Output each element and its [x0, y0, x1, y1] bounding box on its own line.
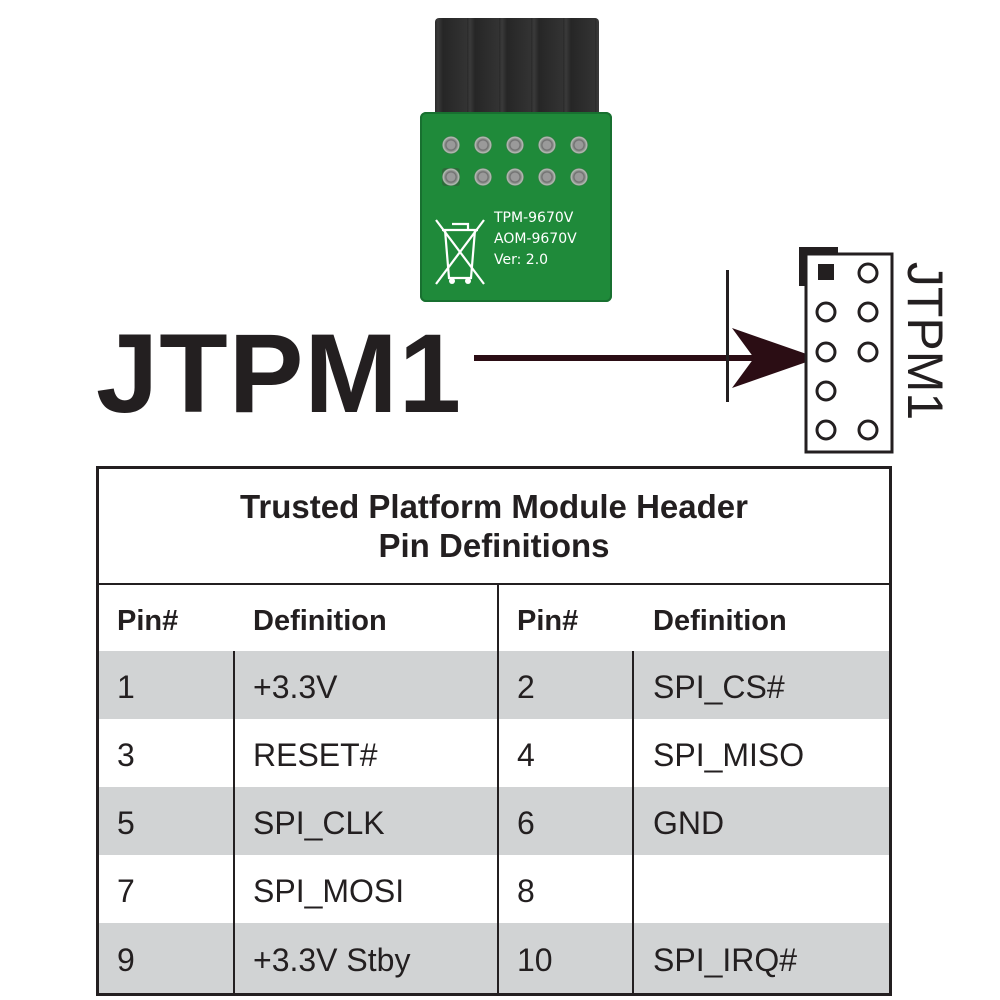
table-cell-definition: +3.3V Stby — [253, 942, 411, 978]
module-pin-pad — [506, 136, 524, 154]
column-header: Definition — [653, 605, 787, 637]
table-cell-definition: GND — [653, 805, 725, 841]
module-pin1-pad — [442, 168, 460, 186]
table-row-shade — [99, 787, 889, 855]
table-cell-pin: 2 — [517, 669, 535, 705]
table-cell-definition: SPI_MISO — [653, 737, 805, 773]
column-header: Pin# — [517, 605, 579, 637]
table-cell-pin: 1 — [117, 669, 135, 705]
table-cell-pin: 9 — [117, 942, 135, 978]
table-cell-definition: SPI_IRQ# — [653, 942, 798, 978]
arrow-icon — [474, 328, 818, 388]
header-label: JTPM1 — [96, 311, 462, 436]
module-pin-pad — [474, 168, 492, 186]
column-divider — [497, 585, 499, 993]
module-version-line: Ver: 2.0 — [494, 252, 549, 268]
table-cell-definition: SPI_CS# — [653, 669, 785, 705]
module-pin-pad — [570, 168, 588, 186]
table-cell-pin: 5 — [117, 805, 135, 841]
column-divider — [632, 651, 634, 993]
table-cell-pin: 3 — [117, 737, 135, 773]
table-cell-pin: 10 — [517, 942, 553, 978]
weee-recycle-bin-icon — [435, 219, 485, 285]
column-header: Definition — [253, 605, 387, 637]
table-row-plain — [99, 855, 889, 923]
header-vertical-label: JTPM1 — [897, 250, 953, 432]
table-cell-pin: 4 — [517, 737, 535, 773]
table-cell-definition: SPI_MOSI — [253, 873, 405, 909]
module-pin-pad — [474, 136, 492, 154]
table-row-shade — [99, 923, 889, 993]
table-cell-pin: 6 — [517, 805, 535, 841]
module-pin-pad — [538, 168, 556, 186]
table-cell-pin: 8 — [517, 873, 535, 909]
column-header: Pin# — [117, 605, 179, 637]
module-pin-pad — [570, 136, 588, 154]
table-cell-definition: +3.3V — [253, 669, 338, 705]
module-pin-pad — [506, 168, 524, 186]
pin-header-diagram — [799, 247, 894, 454]
pin-definitions-table: Trusted Platform Module Header Pin Defin… — [96, 466, 892, 996]
tpm-module-board: TPM-9670V AOM-9670V Ver: 2.0 — [420, 112, 612, 302]
table-title: Trusted Platform Module Header Pin Defin… — [99, 469, 889, 585]
module-model-line: AOM-9670V — [494, 231, 577, 247]
module-connector — [435, 18, 599, 118]
module-silkscreen: TPM-9670V AOM-9670V Ver: 2.0 — [494, 208, 577, 271]
column-divider — [233, 651, 235, 993]
module-pin-pad — [538, 136, 556, 154]
table-cell-pin: 7 — [117, 873, 135, 909]
table-cell-definition: SPI_CLK — [253, 805, 385, 841]
module-model-line: TPM-9670V — [494, 210, 574, 226]
table-cell-definition: RESET# — [253, 737, 378, 773]
table-title-line: Trusted Platform Module Header — [240, 488, 748, 525]
board-edge-line — [726, 270, 729, 402]
table-title-line: Pin Definitions — [378, 527, 610, 564]
header-vertical-label-text: JTPM1 — [897, 261, 953, 421]
module-pin-pad — [442, 136, 460, 154]
table-row-shade — [99, 651, 889, 719]
